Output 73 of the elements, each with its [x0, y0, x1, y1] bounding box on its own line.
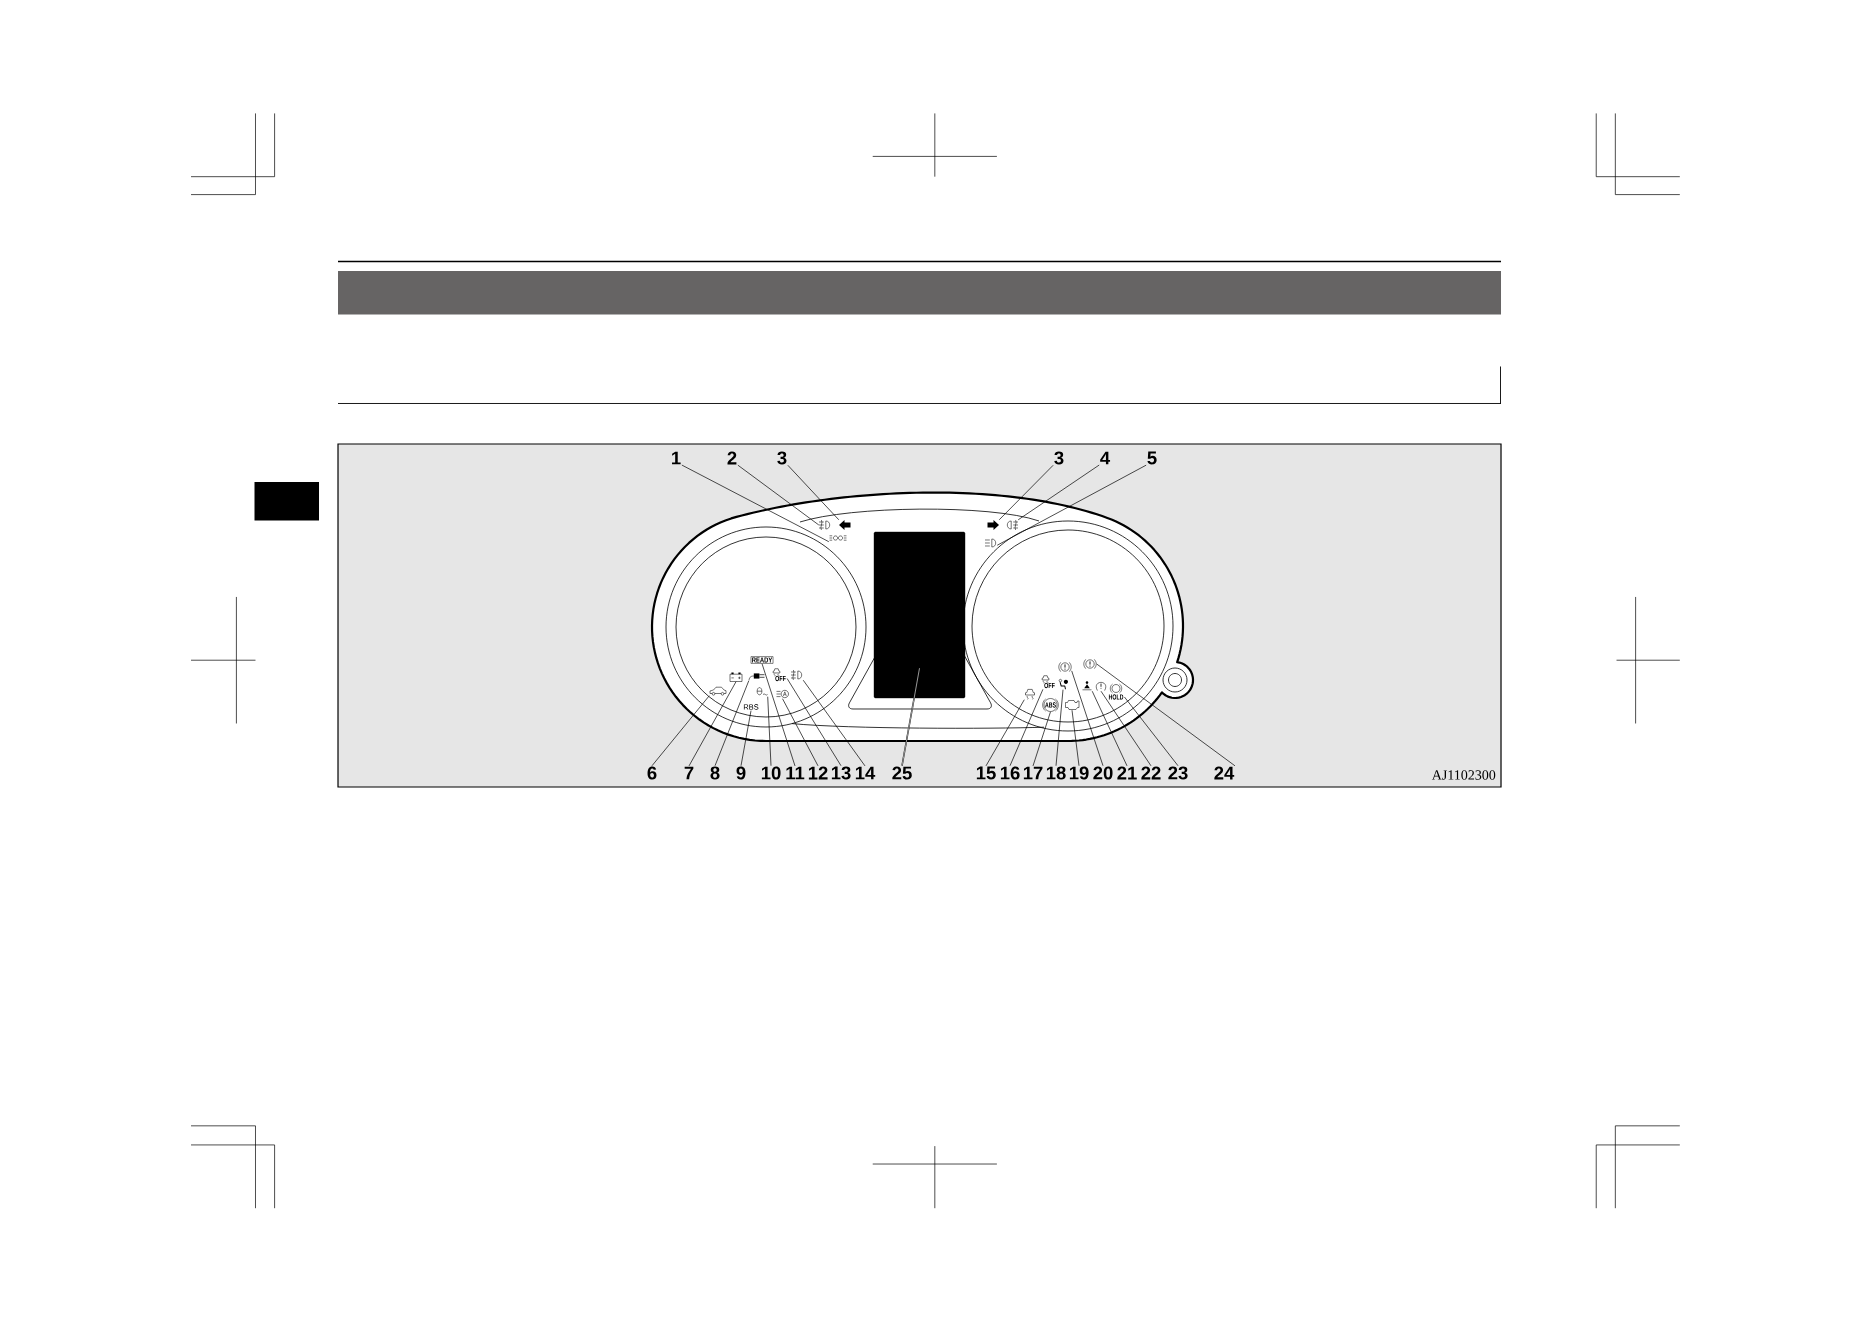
- leader-line: [681, 464, 830, 543]
- lamp-icon: [829, 535, 847, 541]
- callout-number: 12: [808, 766, 828, 780]
- leader-line: [1096, 663, 1236, 767]
- exclamation-circle-icon: [1058, 661, 1072, 673]
- person-icon: [1082, 681, 1092, 691]
- leader-line: [761, 663, 796, 767]
- callout-number: 16: [1000, 766, 1020, 780]
- callout-number: 19: [1069, 766, 1089, 780]
- battery-icon: [729, 672, 743, 682]
- leader-line: [1055, 689, 1064, 767]
- leader-line: [651, 695, 710, 767]
- leader-line: [1124, 696, 1179, 767]
- leader-line: [786, 678, 842, 767]
- turn-arrow-icon: [839, 520, 851, 530]
- callout-number: 17: [1023, 766, 1043, 780]
- engine-icon: [1065, 700, 1080, 710]
- leader-line: [737, 464, 820, 526]
- leader-line: [688, 681, 737, 767]
- leader-line: [1071, 709, 1080, 767]
- car-icon: [709, 686, 727, 696]
- callout-number: 22: [1141, 766, 1161, 780]
- tire-pressure-icon: [1095, 682, 1107, 691]
- leader-line: [740, 710, 752, 767]
- leader-line: [985, 699, 1025, 767]
- callout-number: 24: [1214, 766, 1235, 780]
- leader-line: [782, 698, 819, 767]
- leader-line: [802, 679, 866, 767]
- leader-line: [787, 464, 840, 521]
- callout-number: 20: [1093, 766, 1113, 780]
- callout-number: 6: [647, 766, 657, 780]
- fog-lamp-icon: [1007, 519, 1019, 531]
- turn-arrow-icon: [987, 520, 999, 530]
- callout-number: 14: [855, 766, 876, 780]
- fog-lamp-icon: [818, 519, 830, 531]
- callout-number: 11: [786, 766, 805, 780]
- figure-code: AJ1102300: [1431, 770, 1496, 780]
- callout-number: 25: [892, 766, 912, 780]
- callout-number: 4: [1100, 451, 1111, 465]
- callout-number: 7: [684, 766, 694, 780]
- exclamation-circle-icon: [1083, 658, 1097, 670]
- callout-number: 3: [777, 451, 787, 465]
- airbag-icon: [1058, 679, 1068, 690]
- callout-number: 9: [736, 766, 746, 780]
- plug-icon: [748, 673, 765, 681]
- callout-number: 18: [1046, 766, 1066, 780]
- callout-number: 3: [1054, 451, 1064, 465]
- fog-lamp-icon: [790, 669, 802, 681]
- leader-line: [1091, 690, 1128, 767]
- skid-car-icon: [1025, 689, 1035, 700]
- leader-line: [1100, 690, 1152, 767]
- leader-line: [998, 464, 1054, 521]
- callout-number: 5: [1147, 451, 1157, 465]
- headlamp-icon: [776, 690, 789, 698]
- leader-line: [1017, 464, 1100, 521]
- callout-number: 21: [1117, 766, 1137, 780]
- symbol-icon: [756, 687, 768, 696]
- headlamp-icon: [984, 538, 996, 548]
- leader-line: [767, 696, 772, 767]
- leader-line: [1009, 689, 1044, 767]
- callout-number: 2: [727, 451, 737, 465]
- callout-number: 1: [672, 451, 681, 465]
- callout-number: 10: [761, 766, 781, 780]
- callout-number: 8: [710, 766, 720, 780]
- leader-line: [1071, 670, 1104, 767]
- display-screen: [873, 531, 966, 699]
- callout-number: 23: [1168, 766, 1188, 780]
- leader-line: [901, 667, 921, 767]
- callout-number: 13: [831, 766, 851, 780]
- leader-line: [1032, 711, 1051, 767]
- leader-line: [996, 464, 1147, 546]
- callout-number: 15: [976, 766, 996, 780]
- leader-line: [714, 680, 750, 767]
